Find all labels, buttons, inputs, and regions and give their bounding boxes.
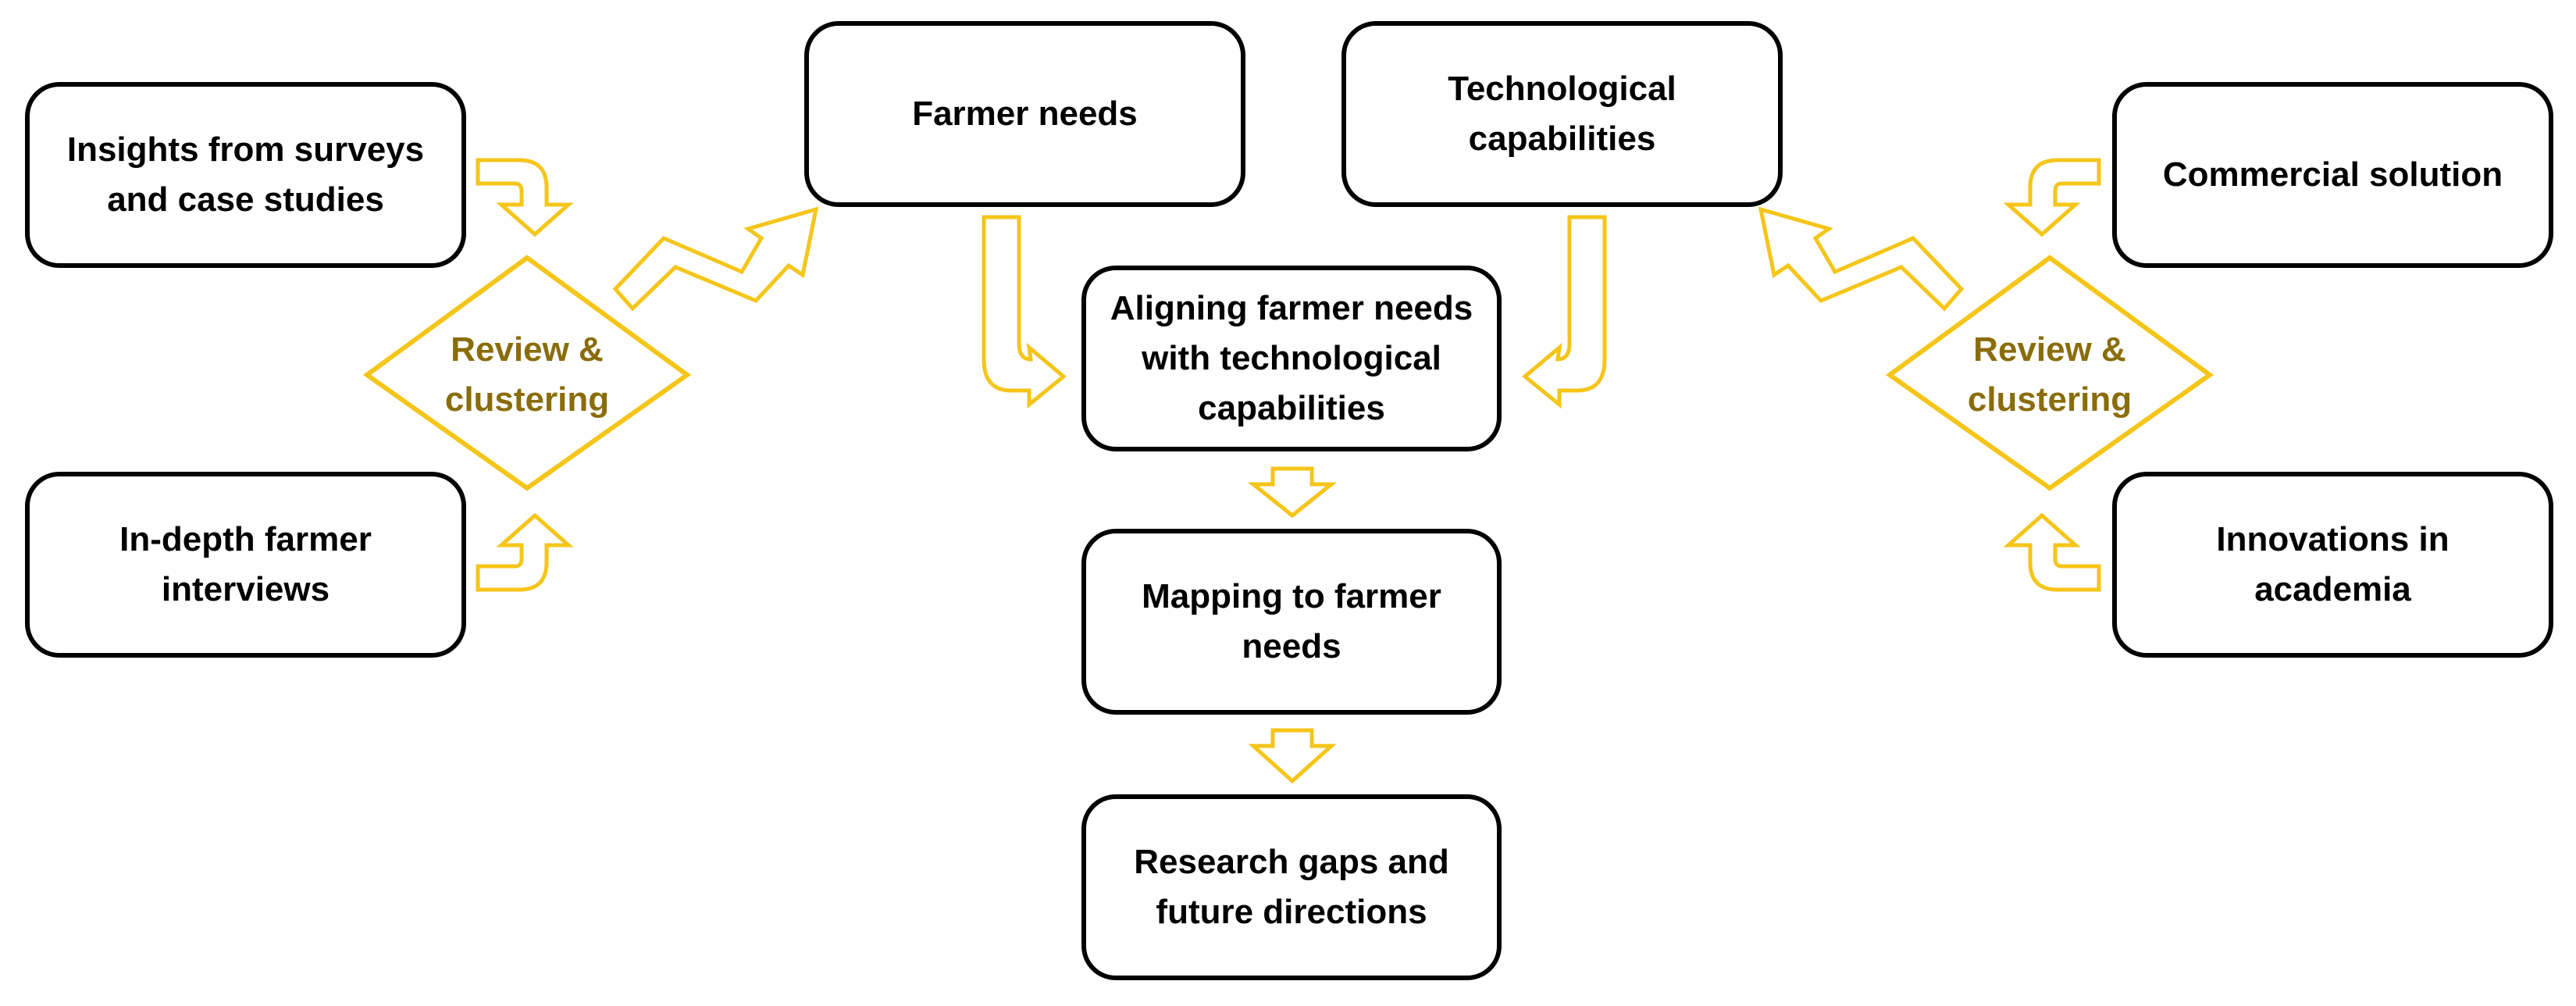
innovations-label-line1: Innovations in — [2216, 520, 2450, 558]
interviews-to-review-arrow — [476, 512, 574, 592]
aligning-box: Aligning farmer needs with technological… — [1081, 266, 1502, 451]
farmer-needs-to-aligning-arrow — [982, 215, 1067, 409]
left-review-label: Review & clustering — [406, 320, 648, 430]
review-to-tech-arrow — [1758, 206, 1965, 312]
mapping-label-line2: needs — [1242, 627, 1341, 665]
insights-to-review-arrow — [476, 158, 574, 237]
aligning-label-line3: capabilities — [1198, 389, 1385, 427]
tech-to-aligning-arrow — [1522, 215, 1607, 409]
aligning-to-mapping-arrow — [1247, 466, 1338, 519]
tech-capabilities-box: Technological capabilities — [1341, 21, 1783, 207]
farmer-needs-box: Farmer needs — [804, 21, 1245, 207]
innovations-to-review-arrow — [2003, 512, 2101, 592]
interviews-label-line2: interviews — [161, 570, 330, 608]
innovations-box: Innovations in academia — [2112, 472, 2553, 658]
left-review-label-line1: Review & — [451, 330, 604, 369]
right-review-label-line2: clustering — [1967, 380, 2132, 419]
insights-box: Insights from surveys and case studies — [25, 82, 466, 268]
aligning-label-line1: Aligning farmer needs — [1110, 289, 1473, 327]
right-review-diamond — [1885, 255, 2214, 491]
right-review-label-line1: Review & — [1973, 330, 2126, 369]
left-review-label-line2: clustering — [444, 380, 610, 419]
farmer-needs-label: Farmer needs — [912, 95, 1138, 133]
commercial-label: Commercial solution — [2162, 155, 2503, 194]
left-review-diamond — [362, 255, 692, 491]
tech-capabilities-label-line1: Technological — [1448, 70, 1676, 108]
commercial-box: Commercial solution — [2112, 82, 2553, 268]
review-to-farmer-needs-arrow — [612, 206, 819, 312]
research-label-line1: Research gaps and — [1134, 843, 1449, 881]
insights-label-line2: and case studies — [107, 180, 384, 219]
insights-label-line1: Insights from surveys — [66, 130, 425, 169]
mapping-label-line1: Mapping to farmer — [1142, 577, 1441, 615]
interviews-box: In-depth farmer interviews — [25, 472, 466, 658]
mapping-box: Mapping to farmer needs — [1081, 529, 1502, 715]
mapping-to-research-arrow — [1248, 728, 1337, 784]
interviews-label-line1: In-depth farmer — [119, 520, 372, 558]
tech-capabilities-label-line2: capabilities — [1468, 120, 1656, 158]
innovations-label-line2: academia — [2254, 570, 2411, 608]
research-label-line2: future directions — [1156, 893, 1427, 931]
aligning-label-line2: with technological — [1142, 339, 1441, 377]
research-box: Research gaps and future directions — [1081, 794, 1502, 980]
commercial-to-review-arrow — [2003, 158, 2101, 237]
right-review-label: Review & clustering — [1929, 320, 2171, 430]
